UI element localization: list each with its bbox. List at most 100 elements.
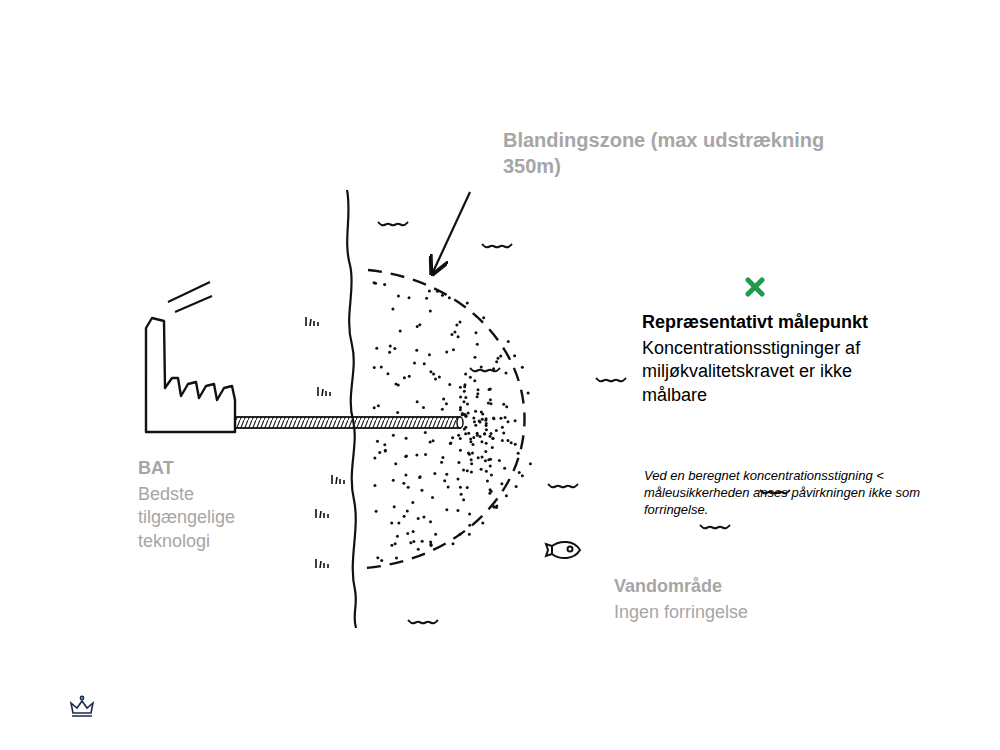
- dot: [441, 294, 444, 297]
- bat-text: Bedste tilgængelige teknologi: [138, 483, 260, 553]
- dot: [476, 392, 479, 395]
- dot: [505, 494, 508, 497]
- dot: [429, 310, 432, 313]
- bat-label: BAT: [138, 457, 258, 480]
- dot: [430, 544, 433, 547]
- dot: [507, 340, 510, 343]
- wave: [700, 525, 730, 528]
- fish: [546, 542, 580, 558]
- dot: [402, 482, 405, 485]
- dot: [408, 296, 411, 299]
- dot: [458, 533, 461, 536]
- dot: [403, 376, 406, 379]
- dot: [467, 411, 470, 414]
- cross-stroke: [748, 280, 762, 294]
- dot: [424, 431, 427, 434]
- dot: [470, 471, 473, 474]
- dot: [477, 456, 480, 459]
- dot: [393, 505, 396, 508]
- note: Ved en beregnet koncentrationsstigning <…: [644, 468, 929, 519]
- dot: [412, 540, 415, 543]
- dot: [392, 479, 395, 482]
- dot: [418, 476, 421, 479]
- dot: [489, 465, 492, 468]
- coastline: [347, 190, 356, 628]
- dot: [476, 395, 479, 398]
- dot: [445, 351, 448, 354]
- fish-tail: [546, 544, 552, 556]
- dot: [491, 437, 494, 440]
- dot: [390, 522, 393, 525]
- dot: [476, 343, 479, 346]
- dot: [424, 453, 427, 456]
- dot: [445, 402, 448, 405]
- dot: [394, 542, 397, 545]
- dot: [470, 458, 473, 461]
- dot: [521, 474, 524, 477]
- dot: [515, 485, 518, 488]
- dot: [457, 461, 460, 464]
- dot: [377, 404, 380, 407]
- dot: [495, 506, 498, 509]
- dot: [373, 456, 376, 459]
- dot: [457, 434, 460, 437]
- dot: [459, 395, 462, 398]
- water-text: Ingen forringelse: [614, 601, 864, 624]
- dot: [448, 296, 451, 299]
- dot: [462, 498, 465, 501]
- dot: [527, 392, 530, 395]
- dot: [394, 462, 397, 465]
- dot: [513, 354, 516, 357]
- dot: [481, 521, 484, 524]
- dot: [421, 540, 424, 543]
- dot: [391, 307, 394, 310]
- dot: [433, 472, 436, 475]
- dot: [505, 405, 508, 408]
- dot: [451, 542, 454, 545]
- dot: [440, 461, 443, 464]
- dot: [481, 455, 484, 458]
- point-heading: Repræsentativt målepunkt: [642, 311, 942, 334]
- dot: [397, 383, 400, 386]
- cross-stroke: [748, 280, 762, 294]
- fish-body: [552, 542, 580, 558]
- dot: [403, 515, 406, 518]
- dot: [436, 290, 439, 293]
- dot: [415, 349, 418, 352]
- dot: [500, 482, 503, 485]
- dot: [464, 396, 467, 399]
- dot: [492, 417, 495, 420]
- dot: [464, 426, 467, 429]
- dot: [466, 469, 469, 472]
- dot: [463, 390, 466, 393]
- dot: [429, 541, 432, 544]
- dot: [373, 406, 376, 409]
- dot: [485, 428, 488, 431]
- dot: [406, 532, 409, 535]
- dot: [397, 295, 400, 298]
- dot: [459, 386, 462, 389]
- dot: [406, 509, 409, 512]
- dot: [434, 533, 437, 536]
- dot: [393, 347, 396, 350]
- dot: [423, 362, 426, 365]
- dot: [518, 471, 521, 474]
- dot: [453, 330, 456, 333]
- dot: [462, 469, 465, 472]
- dot: [411, 501, 414, 504]
- zone-label: Blandingszone (max udstrækning 350m): [503, 127, 863, 179]
- dot: [450, 333, 453, 336]
- dot: [473, 420, 476, 423]
- point-text: Koncentrationsstigninger af miljøkvalite…: [642, 337, 900, 407]
- dot: [445, 473, 448, 476]
- dot: [472, 417, 475, 420]
- dot: [484, 459, 487, 462]
- dot: [396, 411, 399, 414]
- dot: [386, 372, 389, 375]
- dot: [442, 398, 445, 401]
- dot: [483, 432, 486, 435]
- dot: [486, 480, 489, 483]
- dot: [407, 486, 410, 489]
- dot: [489, 388, 492, 391]
- dot: [383, 283, 386, 286]
